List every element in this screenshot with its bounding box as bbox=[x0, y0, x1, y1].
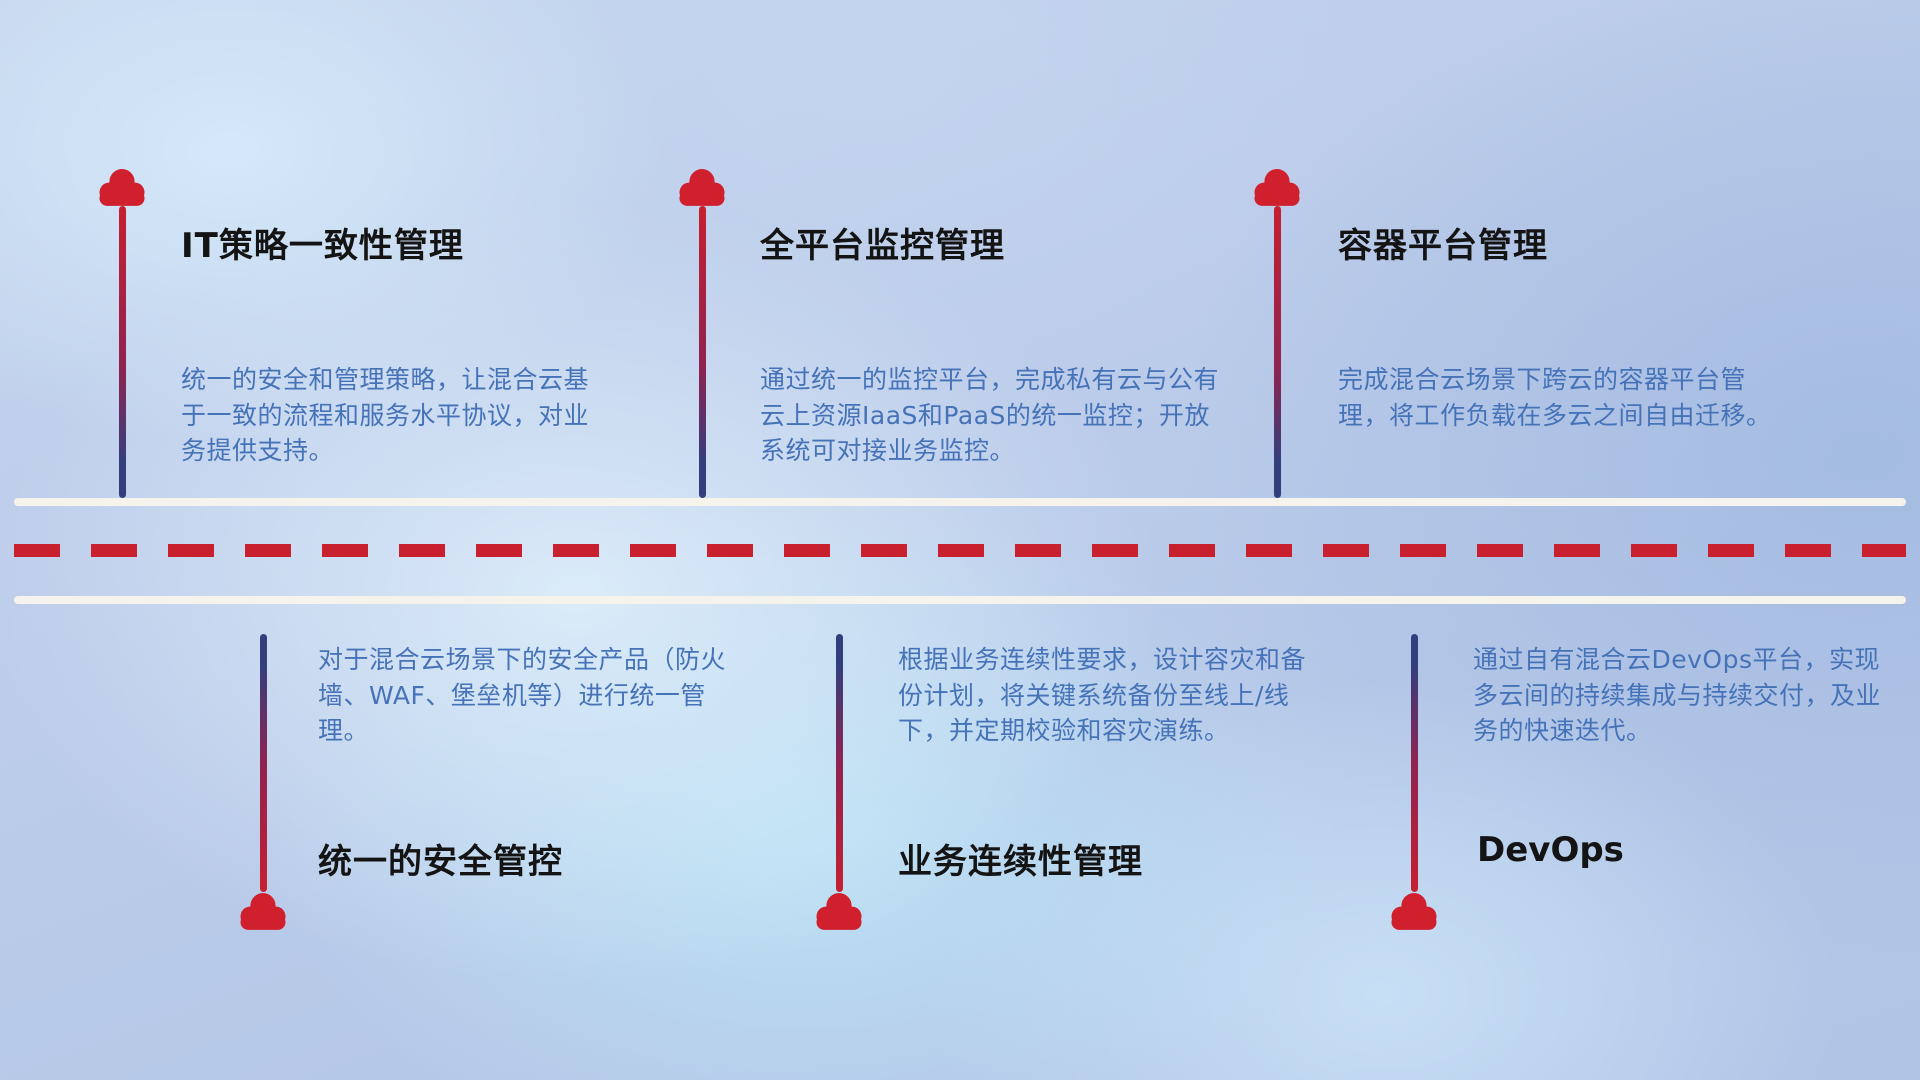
pin-line bbox=[835, 634, 843, 892]
cloud-icon bbox=[679, 169, 725, 206]
pin-line bbox=[1410, 634, 1418, 892]
feature-title-container-platform: 容器平台管理 bbox=[1338, 226, 1548, 266]
feature-desc-it-policy: 统一的安全和管理策略，让混合云基于一致的流程和服务水平协议，对业务提供支持。 bbox=[181, 365, 590, 465]
cloud-icon bbox=[1391, 893, 1437, 930]
cloud-icon bbox=[1254, 169, 1300, 206]
pin-line bbox=[118, 206, 126, 498]
cloud-icon bbox=[816, 893, 862, 930]
road-bottom-line bbox=[14, 596, 1906, 604]
pin-devops bbox=[1387, 634, 1441, 930]
pin-it-policy bbox=[95, 168, 149, 498]
cloud-icon bbox=[240, 893, 286, 930]
pin-monitoring bbox=[675, 168, 729, 498]
pin-business-continuity bbox=[812, 634, 866, 930]
feature-desc-security-control: 对于混合云场景下的安全产品（防火墙、WAF、堡垒机等）进行统一管理。 bbox=[318, 645, 727, 745]
road-dashed-centerline bbox=[14, 544, 1906, 557]
pin-line bbox=[259, 634, 267, 892]
road-top-line bbox=[14, 498, 1906, 506]
pin-line bbox=[1273, 206, 1281, 498]
feature-desc-monitoring: 通过统一的监控平台，完成私有云与公有云上资源IaaS和PaaS的统一监控；开放系… bbox=[760, 365, 1220, 465]
pin-container-platform bbox=[1250, 168, 1304, 498]
feature-title-security-control: 统一的安全管控 bbox=[318, 842, 563, 882]
cloud-icon bbox=[99, 169, 145, 206]
feature-desc-devops: 通过自有混合云DevOps平台，实现多云间的持续集成与持续交付，及业务的快速迭代… bbox=[1473, 645, 1882, 745]
pin-line bbox=[698, 206, 706, 498]
feature-title-business-continuity: 业务连续性管理 bbox=[898, 842, 1143, 882]
feature-title-monitoring: 全平台监控管理 bbox=[760, 226, 1005, 266]
feature-desc-container-platform: 完成混合云场景下跨云的容器平台管理，将工作负载在多云之间自由迁移。 bbox=[1338, 365, 1772, 430]
feature-desc-business-continuity: 根据业务连续性要求，设计容灾和备份计划，将关键系统备份至线上/线下，并定期校验和… bbox=[898, 645, 1307, 745]
feature-title-it-policy: IT策略一致性管理 bbox=[181, 226, 464, 266]
pin-security-control bbox=[236, 634, 290, 930]
feature-title-devops: DevOps bbox=[1477, 830, 1624, 870]
